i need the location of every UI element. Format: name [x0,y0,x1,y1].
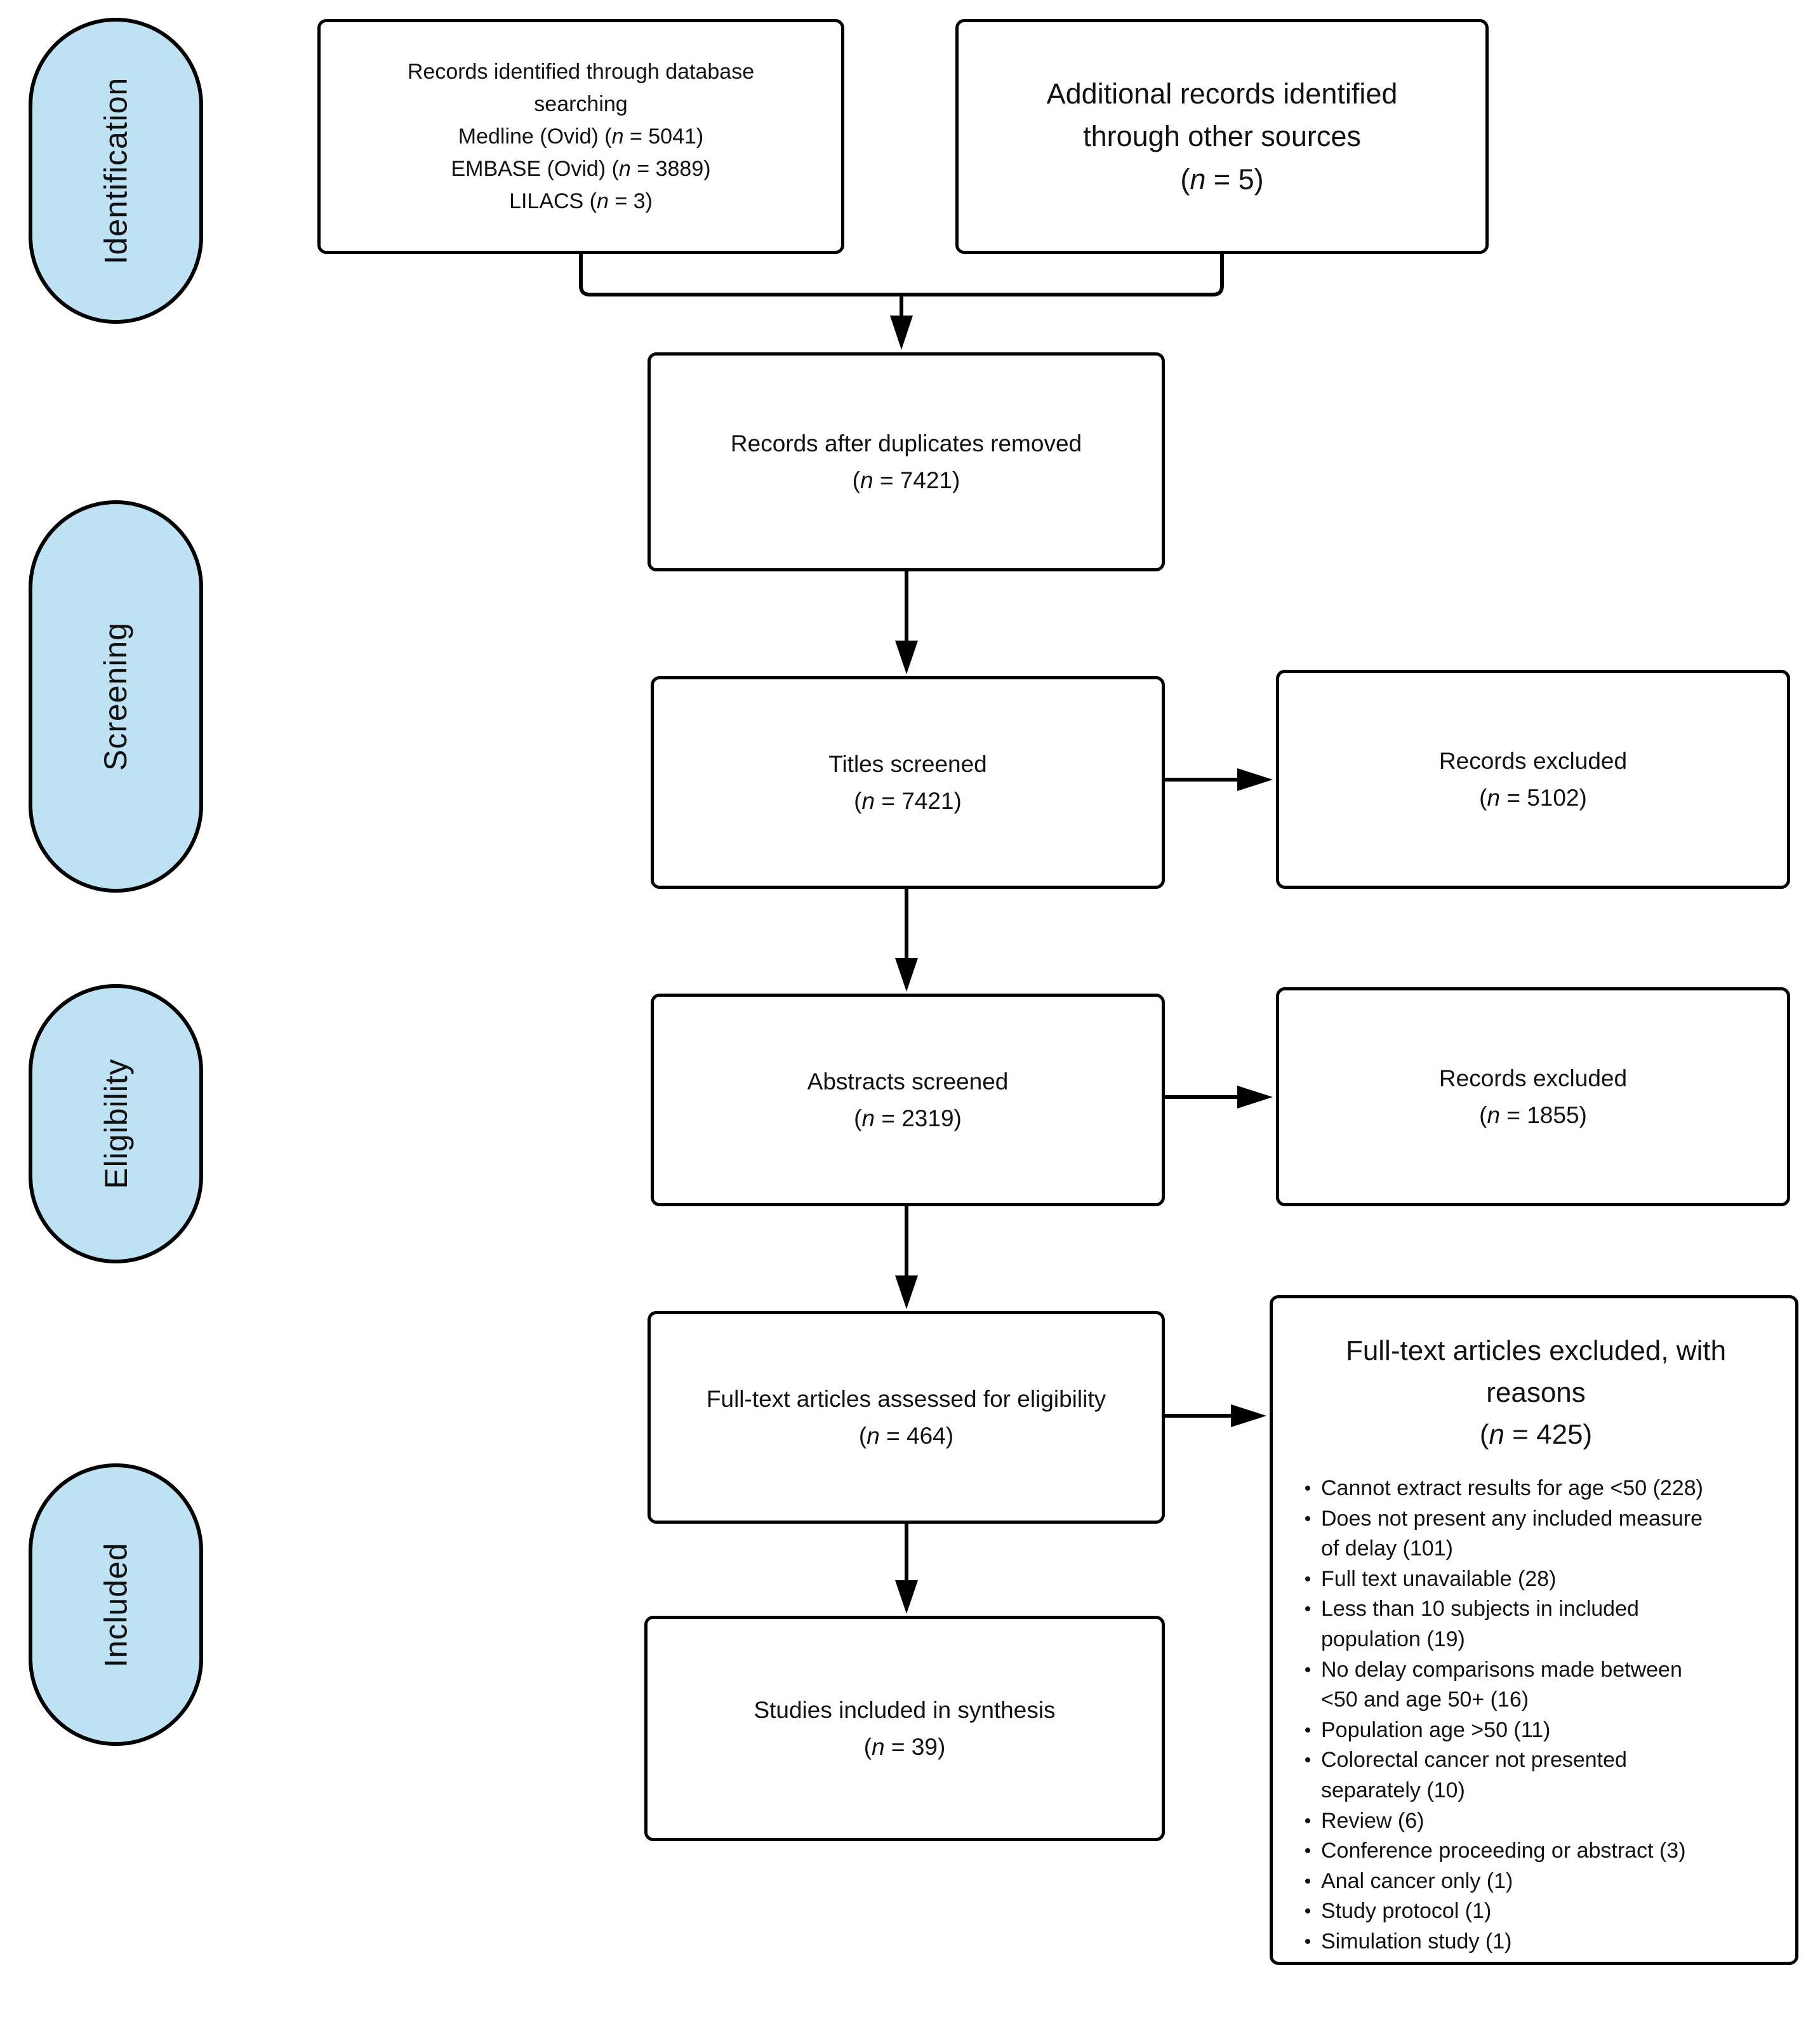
text-line: through other sources [1083,120,1361,153]
stage-pill-identification: Identification [29,18,203,324]
bullet-icon: • [1304,1478,1312,1499]
stage-label-screening: Screening [98,622,134,771]
bullet-icon: • [1304,1750,1312,1771]
bullet-icon: • [1304,1508,1312,1529]
text-line: (n = 5102) [1479,784,1587,811]
exclusion-reason-text: Anal cancer only (1) [1321,1868,1513,1893]
arrow-dedup-to-titles-head [895,641,918,674]
text-line: searching [534,91,628,116]
arrow-titles-to-abstracts-head [895,958,918,992]
text-line: Records excluded [1438,1065,1628,1092]
exclusion-reason-item: • Study protocol (1) [1294,1896,1777,1927]
reasons-header: Full-text articles excluded, with reasons… [1294,1330,1777,1456]
reasons-list: • Cannot extract results for age <50 (228… [1294,1474,1777,1957]
exclusion-reason-text: Cannot extract results for age <50 (228) [1321,1476,1703,1500]
arrow-merge-to-dedup-head [890,316,913,350]
text-line: Records identified through database [407,59,755,84]
text-line: (n = 1855) [1479,1102,1587,1128]
arrow-fulltext-to-included-head [895,1580,918,1614]
exclusion-reason-item: • No delay comparisons made between<50 an… [1294,1655,1777,1715]
bullet-icon: • [1304,1568,1312,1590]
stage-label-identification: Identification [98,77,134,265]
text-line: reasons [1486,1377,1586,1408]
text-line: Full-text articles assessed for eligibil… [706,1386,1106,1413]
box-records-excluded-titles: Records excluded (n = 5102) [1276,670,1790,889]
text-line: Records after duplicates removed [730,430,1082,457]
bullet-icon: • [1304,1841,1312,1862]
text-line: Full-text articles excluded, with [1345,1335,1727,1366]
text-line: Studies included in synthesis [754,1697,1056,1724]
exclusion-reason-item: • Anal cancer only (1) [1294,1867,1777,1897]
stage-label-eligibility: Eligibility [98,1058,134,1189]
box-titles-screened: Titles screened (n = 7421) [651,676,1165,889]
exclusion-reason-text: Full text unavailable (28) [1321,1566,1557,1591]
arrow-fulltext-to-reasons-head [1231,1404,1266,1427]
exclusion-reason-item: • Simulation study (1) [1294,1927,1777,1957]
text-line: Records excluded [1438,748,1628,775]
stage-pill-included: Included [29,1463,203,1746]
bullet-icon: • [1304,1931,1312,1952]
bullet-icon: • [1304,1659,1312,1681]
bullet-icon: • [1304,1901,1312,1922]
box-records-excluded-abstracts: Records excluded (n = 1855) [1276,987,1790,1206]
connector-merge-bracket [579,254,1224,296]
exclusion-reason-text: No delay comparisons made between<50 and… [1321,1657,1682,1712]
box-abstracts-screened: Abstracts screened (n = 2319) [651,994,1165,1206]
box-additional-records-other-sources: Additional records identified through oth… [955,19,1489,254]
exclusion-reason-item: • Population age >50 (11) [1294,1715,1777,1746]
exclusion-reason-text: Review (6) [1321,1808,1425,1833]
arrow-titles-to-excluded-head [1237,768,1273,791]
text-line: EMBASE (Ovid) (n = 3889) [451,156,711,181]
text-line: (n = 464) [858,1422,954,1449]
exclusion-reason-text: Study protocol (1) [1321,1899,1492,1924]
exclusion-reason-item: • Conference proceeding or abstract (3) [1294,1836,1777,1867]
text-line: (n = 2319) [854,1105,962,1131]
arrow-abstracts-to-fulltext-head [895,1275,918,1309]
box-records-after-duplicates-removed: Records after duplicates removed (n = 742… [648,352,1165,571]
text-line: Additional records identified [1046,77,1398,110]
bullet-icon: • [1304,1719,1312,1741]
stage-label-included: Included [98,1541,134,1668]
stage-pill-eligibility: Eligibility [29,984,203,1263]
exclusion-reason-item: • Review (6) [1294,1806,1777,1837]
text-line: Medline (Ovid) (n = 5041) [458,124,704,149]
box-records-identified-database: Records identified through database searc… [317,19,844,254]
box-studies-included-synthesis: Studies included in synthesis (n = 39) [644,1616,1165,1841]
text-line: LILACS (n = 3) [509,189,653,213]
text-line: Titles screened [828,751,987,778]
exclusion-reason-item: • Full text unavailable (28) [1294,1564,1777,1595]
exclusion-reason-text: Conference proceeding or abstract (3) [1321,1839,1686,1863]
stage-pill-screening: Screening [29,500,203,893]
text-line: (n = 425) [1479,1419,1593,1450]
text-line: (n = 7421) [852,467,960,493]
bullet-icon: • [1304,1599,1312,1620]
box-fulltext-assessed-eligibility: Full-text articles assessed for eligibil… [648,1311,1165,1524]
exclusion-reason-text: Simulation study (1) [1321,1929,1512,1954]
text-line: (n = 7421) [854,787,962,814]
text-line: (n = 39) [863,1733,946,1760]
text-line: (n = 5) [1180,163,1264,196]
text-line: Abstracts screened [807,1068,1009,1095]
box-fulltext-excluded-with-reasons: Full-text articles excluded, with reasons… [1270,1295,1798,1965]
exclusion-reason-item: • Cannot extract results for age <50 (228… [1294,1474,1777,1504]
arrow-abstracts-to-excluded-head [1237,1086,1273,1108]
exclusion-reason-text: Population age >50 (11) [1321,1717,1551,1742]
bullet-icon: • [1304,1810,1312,1832]
bullet-icon: • [1304,1870,1312,1892]
